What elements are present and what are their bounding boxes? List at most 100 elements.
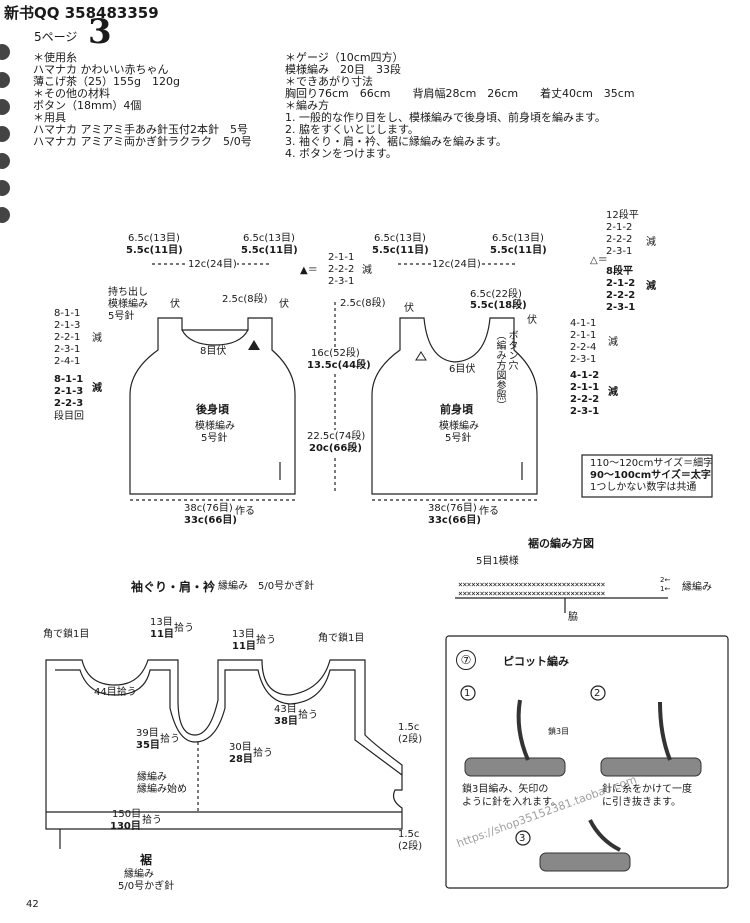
button-note-line: （編み方図参照）: [494, 330, 505, 410]
size-line: 胸回り76cm 66cm 背肩幅28cm 26cm 着丈40cm 35cm: [285, 87, 635, 100]
dec-line: 2-2-1: [54, 332, 81, 343]
hem-chart-repeat: 5目1模様: [476, 556, 519, 567]
dec-line-bold: 2-1-1: [570, 382, 600, 393]
back-width: 38c(76目): [184, 503, 233, 514]
edging-kado-right: 角で鎖1目: [318, 633, 365, 644]
front-width: 38c(76目): [428, 503, 477, 514]
dec-line: 2-2-4: [570, 342, 597, 353]
back-shoulder-right-bold: 5.5c(11目): [241, 245, 298, 256]
front-right-mid-bold-label: 減: [608, 387, 618, 398]
hem-chart-stitches: ××××××××××××××××××××××××××××××××××××××××…: [458, 580, 605, 598]
method-heading: ＊編み方: [285, 99, 329, 112]
hem-chart-waki: 脇: [568, 612, 578, 623]
method-step: 4. ボタンをつけます。: [285, 147, 397, 160]
edging-43-hirou: 拾う: [298, 710, 318, 721]
instructions-block: ＊ゲージ（10cm四方） 模様編み 20目 33段 ＊できあがり寸法 胸回り76…: [285, 52, 635, 160]
edging-30-hirou: 拾う: [253, 748, 273, 759]
front-shoulder-left-bold: 5.5c(11目): [372, 245, 429, 256]
front-right-top-bold-label: 減: [646, 281, 656, 292]
gauge-heading: ＊ゲージ（10cm四方）: [285, 51, 404, 64]
materials-line: ＊用具: [33, 111, 66, 124]
front-body-outline: [371, 317, 538, 495]
legend-line: 110〜120cmサイズ＝細字: [590, 458, 714, 469]
edging-44: 44目拾う: [94, 687, 137, 698]
neck-note-line: 2-1-1: [328, 252, 355, 263]
dec-line: 2-4-1: [54, 356, 81, 367]
picot-step3-num: 3: [519, 833, 526, 844]
picot-title: ピコット編み: [503, 655, 569, 668]
edging-suso2: 5/0号かぎ針: [118, 881, 175, 892]
dec-line-bold: 2-2-2: [606, 290, 636, 301]
edging-bottom-hirou: 拾う: [142, 815, 162, 826]
dec-line: 2-3-1: [54, 344, 81, 355]
back-shoulder-right: 6.5c(13目): [243, 233, 295, 244]
back-name: 後身頃: [196, 403, 229, 416]
picot-step1-num: 1: [464, 688, 471, 699]
edging-top2: 13目: [232, 629, 255, 640]
front-tsukuru: 作る: [479, 506, 499, 517]
binder-ring: [0, 180, 10, 196]
gauge-line: 模様編み 20目 33段: [285, 63, 401, 76]
front-right-top-bold: 8段平 2-1-2 2-2-2 2-3-1: [606, 266, 635, 314]
back-left-dec-bold-label: 減: [92, 383, 102, 394]
edging-30: 30目: [229, 742, 252, 753]
page-footer: 42: [26, 899, 39, 910]
front-shoulder-right: 6.5c(13目): [492, 233, 544, 244]
edging-start: 縁編み: [137, 772, 167, 783]
picot-step1-text: 鎖3目編み、矢印の ように針を入れます。: [462, 784, 561, 808]
edging-top1: 13目: [150, 617, 173, 628]
edging-inner: [55, 669, 403, 776]
back-fuse-right: 伏: [279, 299, 289, 310]
mochidashi-line: 持ち出し: [108, 287, 148, 298]
materials-line: ＊使用糸: [33, 51, 77, 64]
dec-line-bold: 2-3-1: [606, 302, 636, 313]
front-right-top-label: 減: [646, 237, 656, 248]
back-left-dec-label: 減: [92, 333, 102, 344]
dec-line: 2-2-2: [606, 234, 633, 245]
front-right-top: 12段平 2-1-2 2-2-2 2-3-1: [606, 210, 639, 258]
back-neck-width: 12c(24目): [188, 258, 237, 271]
picot-box: [445, 635, 729, 889]
back-tsukuru: 作る: [235, 506, 255, 517]
front-right-mid: 4-1-1 2-1-1 2-2-4 2-3-1: [570, 318, 596, 366]
materials-line: ＊その他の材料: [33, 87, 110, 100]
picot-icon: ⑦: [456, 650, 476, 670]
front-right-mid-label: 減: [608, 337, 618, 348]
edging-side1b: (2段): [398, 734, 423, 745]
edging-top2-bold: 11目: [232, 641, 256, 652]
dec-line: 2-3-1: [570, 354, 597, 365]
back-shoulder-left-bold: 5.5c(11目): [126, 245, 183, 256]
materials-line: ボタン（18mm）4個: [33, 99, 142, 112]
front-neck-depth: 6.5c(22段): [470, 289, 522, 300]
center-body: 22.5c(74段): [307, 430, 366, 443]
front-needle: 5号針: [445, 433, 472, 444]
picot-step2-circle: [590, 685, 606, 701]
center-body-bold: 20c(66段): [309, 442, 362, 455]
edging-39-bold: 35目: [136, 740, 160, 751]
materials-line: ハマナカ かわいい赤ちゃん: [33, 63, 169, 76]
center-arm-bold: 13.5c(44段): [307, 359, 371, 372]
picot-step1-note: 鎖3目: [548, 727, 570, 736]
dec-line: 2-1-3: [54, 320, 81, 331]
front-fuse-left: 伏: [404, 303, 414, 314]
back-neck-note-marker: ▲＝: [300, 265, 318, 276]
back-neck-line: [181, 329, 249, 346]
row-label: 1←: [660, 585, 671, 593]
binder-ring: [0, 44, 10, 60]
dec-line-bold: 2-1-3: [54, 386, 84, 397]
dec-line-bold: 2-1-2: [606, 278, 636, 289]
dec-line-bold: 2-2-3: [54, 398, 84, 409]
back-width-bold: 33c(66目): [184, 515, 237, 526]
mochidashi-line: 模様編み: [108, 299, 148, 310]
button-note-line: ボタン穴: [506, 330, 517, 370]
edging-suso: 裾: [140, 853, 153, 867]
dec-line-bold: 4-1-2: [570, 370, 600, 381]
front-width-bold: 33c(66目): [428, 515, 481, 526]
front-pattern: 模様編み: [439, 421, 479, 432]
front-fuse-right: 伏: [527, 315, 537, 326]
edging-bottom-bold: 130目: [110, 821, 141, 832]
center-depth: 2.5c(8段): [340, 298, 386, 309]
edging-start2: 縁編み始め: [137, 784, 187, 795]
dec-line-bold: 8-1-1: [54, 374, 84, 385]
